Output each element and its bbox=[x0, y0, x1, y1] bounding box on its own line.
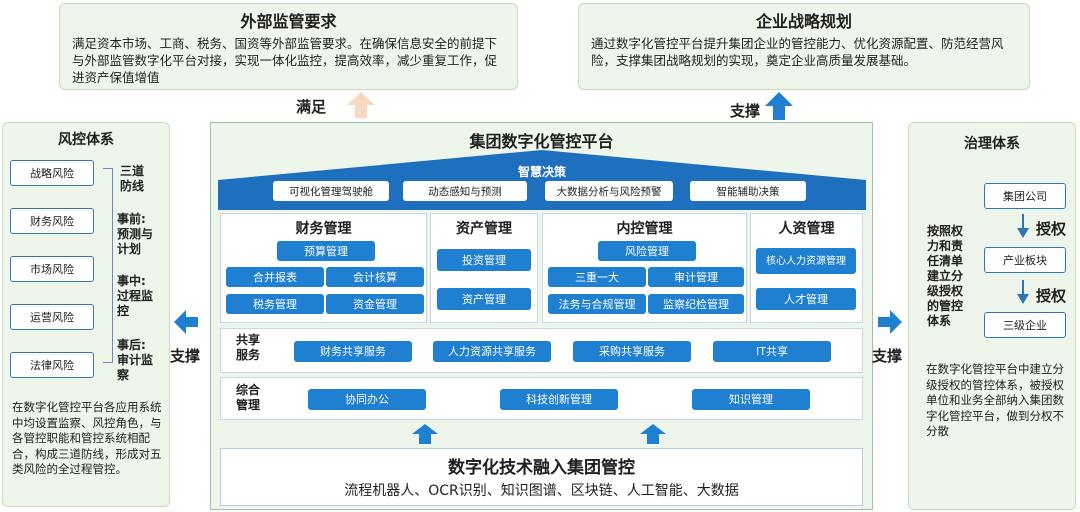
governance-title: 治理体系 bbox=[964, 136, 1020, 152]
smart-decision-item[interactable]: 大数据分析与风险预警 bbox=[545, 181, 673, 201]
during-label: 事中: 过程监 控 bbox=[117, 274, 154, 318]
shared-item[interactable]: 采购共享服务 bbox=[573, 341, 691, 362]
before-label: 事前: 预测与 计划 bbox=[117, 212, 154, 256]
satisfy-label: 满足 bbox=[296, 98, 327, 116]
general-management-label: 综合 管理 bbox=[236, 383, 261, 412]
risk-control-desc: 在数字化管控平台各应用系统中均设置监察、风控角色，与各管控职能和管控系统相配合，… bbox=[12, 400, 162, 476]
digital-tech-text: 流程机器人、OCR识别、知识图谱、区块链、人工智能、大数据 bbox=[344, 483, 739, 499]
module-item[interactable]: 监察纪检管理 bbox=[648, 294, 744, 314]
strategy-panel: 企业战略规划 通过数字化管控平台提升集团企业的管控能力、优化资源配置、防范经营风… bbox=[578, 3, 1030, 90]
down-arrow-icon bbox=[1017, 280, 1029, 308]
external-regulation-panel: 外部监管要求 满足资本市场、工商、税务、国资等外部监管要求。在确保信息安全的前提… bbox=[59, 3, 518, 90]
group-company-box[interactable]: 集团公司 bbox=[984, 183, 1066, 209]
support-left-arrow-icon bbox=[174, 310, 198, 338]
external-regulation-text: 满足资本市场、工商、税务、国资等外部监管要求。在确保信息安全的前提下与外部监管数… bbox=[72, 36, 498, 85]
control-title: 内控管理 bbox=[616, 221, 673, 237]
digital-tech-title: 数字化技术融入集团管控 bbox=[448, 458, 635, 478]
hr-title: 人资管理 bbox=[778, 221, 835, 237]
support-right-arrow-icon bbox=[878, 310, 902, 338]
down-arrow-icon bbox=[1017, 214, 1029, 242]
module-item[interactable]: 三重一大 bbox=[548, 267, 646, 287]
finance-title: 财务管理 bbox=[295, 221, 352, 237]
line-defense-label: 三道 防线 bbox=[120, 164, 145, 193]
smart-decision-item[interactable]: 智能辅助决策 bbox=[690, 181, 806, 201]
smart-decision-item[interactable]: 可视化管理驾驶舱 bbox=[273, 181, 389, 201]
governance-side-text: 按照权 力和责 任清单 建立分 级授权 的管控 体系 bbox=[927, 224, 964, 328]
tier3-enterprise-box[interactable]: 三级企业 bbox=[984, 312, 1066, 338]
risk-item[interactable]: 法律风险 bbox=[10, 352, 94, 378]
module-item[interactable]: 审计管理 bbox=[648, 267, 744, 287]
up-arrow-icon bbox=[640, 424, 666, 448]
risk-item[interactable]: 市场风险 bbox=[10, 256, 94, 282]
module-item[interactable]: 资金管理 bbox=[326, 294, 424, 314]
module-item[interactable]: 人才管理 bbox=[756, 288, 856, 310]
module-item[interactable]: 风险管理 bbox=[598, 241, 696, 261]
shared-item[interactable]: 人力资源共享服务 bbox=[433, 341, 551, 362]
governance-desc: 在数字化管控平台中建立分级授权的管控体系，被授权单位和业务全部纳入集团数字化管控… bbox=[926, 362, 1064, 438]
satisfy-arrow-icon bbox=[347, 92, 375, 122]
module-item[interactable]: 投资管理 bbox=[437, 249, 531, 271]
external-regulation-title: 外部监管要求 bbox=[240, 12, 337, 31]
shared-item[interactable]: IT共享 bbox=[713, 341, 831, 362]
support-label-left: 支撑 bbox=[170, 347, 201, 365]
module-item[interactable]: 资产管理 bbox=[437, 288, 531, 310]
support-label-top: 支撑 bbox=[730, 102, 761, 120]
grant-label-2: 授权 bbox=[1036, 287, 1067, 305]
module-item[interactable]: 税务管理 bbox=[226, 294, 324, 314]
up-arrow-icon bbox=[412, 424, 438, 448]
general-item[interactable]: 科技创新管理 bbox=[500, 389, 618, 410]
module-item[interactable]: 核心人力资源管理 bbox=[756, 248, 856, 274]
risk-control-title: 风控体系 bbox=[58, 132, 114, 148]
risk-item[interactable]: 战略风险 bbox=[10, 160, 94, 186]
risk-item[interactable]: 财务风险 bbox=[10, 208, 94, 234]
industry-sector-box[interactable]: 产业板块 bbox=[984, 247, 1066, 273]
smart-decision-item[interactable]: 动态感知与预测 bbox=[403, 181, 527, 201]
support-label-right: 支撑 bbox=[872, 347, 903, 365]
module-item[interactable]: 合并报表 bbox=[226, 267, 324, 287]
platform-title: 集团数字化管控平台 bbox=[469, 132, 614, 151]
shared-services-label: 共享 服务 bbox=[236, 333, 261, 362]
shared-item[interactable]: 财务共享服务 bbox=[294, 341, 412, 362]
module-item[interactable]: 法务与合规管理 bbox=[548, 294, 646, 314]
smart-decision-title: 智慧决策 bbox=[517, 165, 566, 179]
grant-label-1: 授权 bbox=[1036, 220, 1067, 238]
risk-bracket-line bbox=[103, 168, 113, 363]
support-up-arrow-icon bbox=[765, 92, 793, 124]
strategy-text: 通过数字化管控平台提升集团企业的管控能力、优化资源配置、防范经营风险，支撑集团战… bbox=[591, 36, 1004, 68]
strategy-title: 企业战略规划 bbox=[755, 12, 852, 31]
after-label: 事后: 审计监 察 bbox=[117, 338, 154, 382]
digital-tech-box bbox=[220, 448, 863, 506]
general-item[interactable]: 协同办公 bbox=[308, 389, 426, 410]
module-item[interactable]: 会计核算 bbox=[326, 267, 424, 287]
risk-item[interactable]: 运营风险 bbox=[10, 304, 94, 330]
module-item[interactable]: 预算管理 bbox=[277, 241, 375, 261]
asset-title: 资产管理 bbox=[456, 221, 512, 237]
general-item[interactable]: 知识管理 bbox=[692, 389, 810, 410]
